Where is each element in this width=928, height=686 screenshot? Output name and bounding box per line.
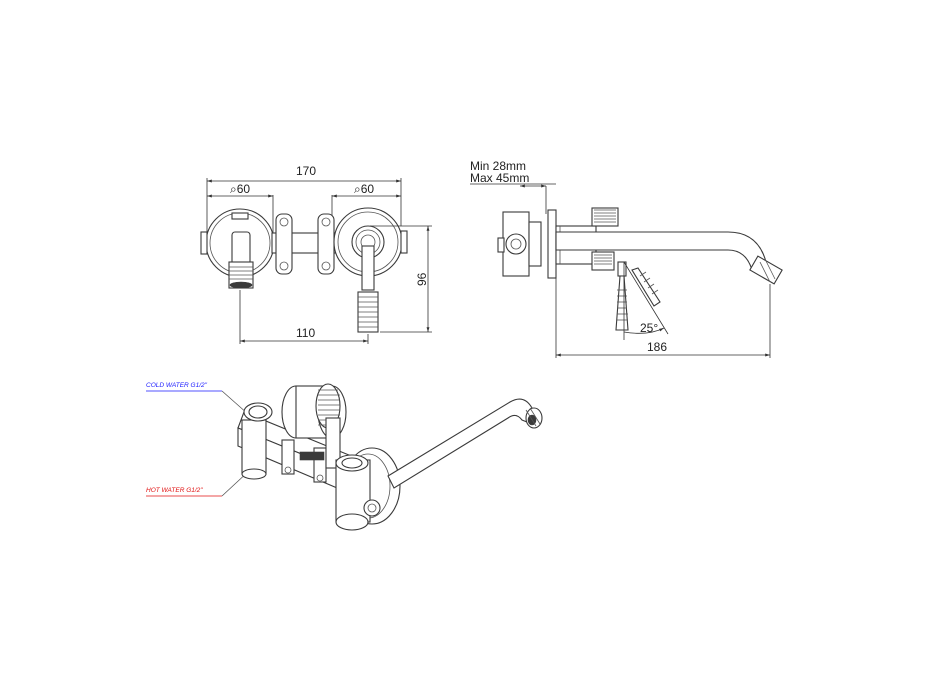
dim-projection: 186 [647,340,667,354]
side-view: Min 28mm Max 45mm [470,159,783,358]
wall-max-label: Max 45mm [470,171,529,185]
wall-min-label: Min 28mm [470,159,526,173]
cold-water-label: COLD WATER G1/2" [146,382,208,389]
dim-left-diameter: ⌕60 [230,182,250,196]
dim-height: 96 [415,272,429,286]
dim-center-distance: 110 [296,326,315,340]
dim-right-diameter: ⌕60 [354,182,374,196]
angle-label: 25° [640,321,658,335]
front-view: 170 ⌕60 ⌕60 [200,164,432,344]
isometric-view: COLD WATER G1/2" HOT WATER G1/2" [146,382,543,531]
dim-overall-width: 170 [296,164,316,178]
hot-water-label: HOT WATER G1/2" [146,487,203,494]
